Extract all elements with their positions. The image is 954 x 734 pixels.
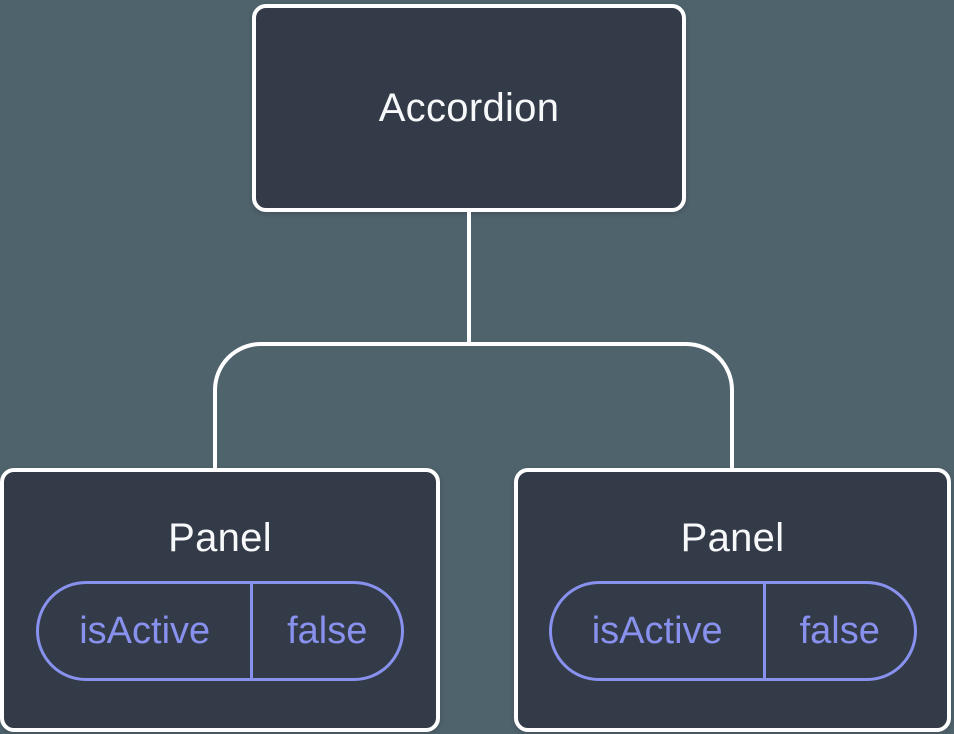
- state-pill-left: isActive false: [36, 581, 404, 681]
- state-pill-right-divider: [762, 584, 766, 678]
- panel-node-right: Panel isActive false: [514, 468, 951, 732]
- panel-node-left: Panel isActive false: [0, 468, 440, 732]
- state-pill-right: isActive false: [548, 581, 917, 681]
- connector-stem: [467, 208, 471, 346]
- connector-bracket: [213, 342, 734, 472]
- state-pill-left-divider: [250, 584, 254, 678]
- state-pill-left-name: isActive: [79, 609, 211, 652]
- accordion-node: Accordion: [252, 4, 686, 212]
- accordion-node-label: Accordion: [378, 85, 560, 130]
- state-pill-right-value: false: [799, 609, 880, 652]
- panel-node-left-label: Panel: [168, 516, 272, 560]
- state-pill-left-value: false: [287, 609, 368, 652]
- panel-node-right-label: Panel: [680, 516, 785, 560]
- state-pill-right-name: isActive: [591, 609, 723, 652]
